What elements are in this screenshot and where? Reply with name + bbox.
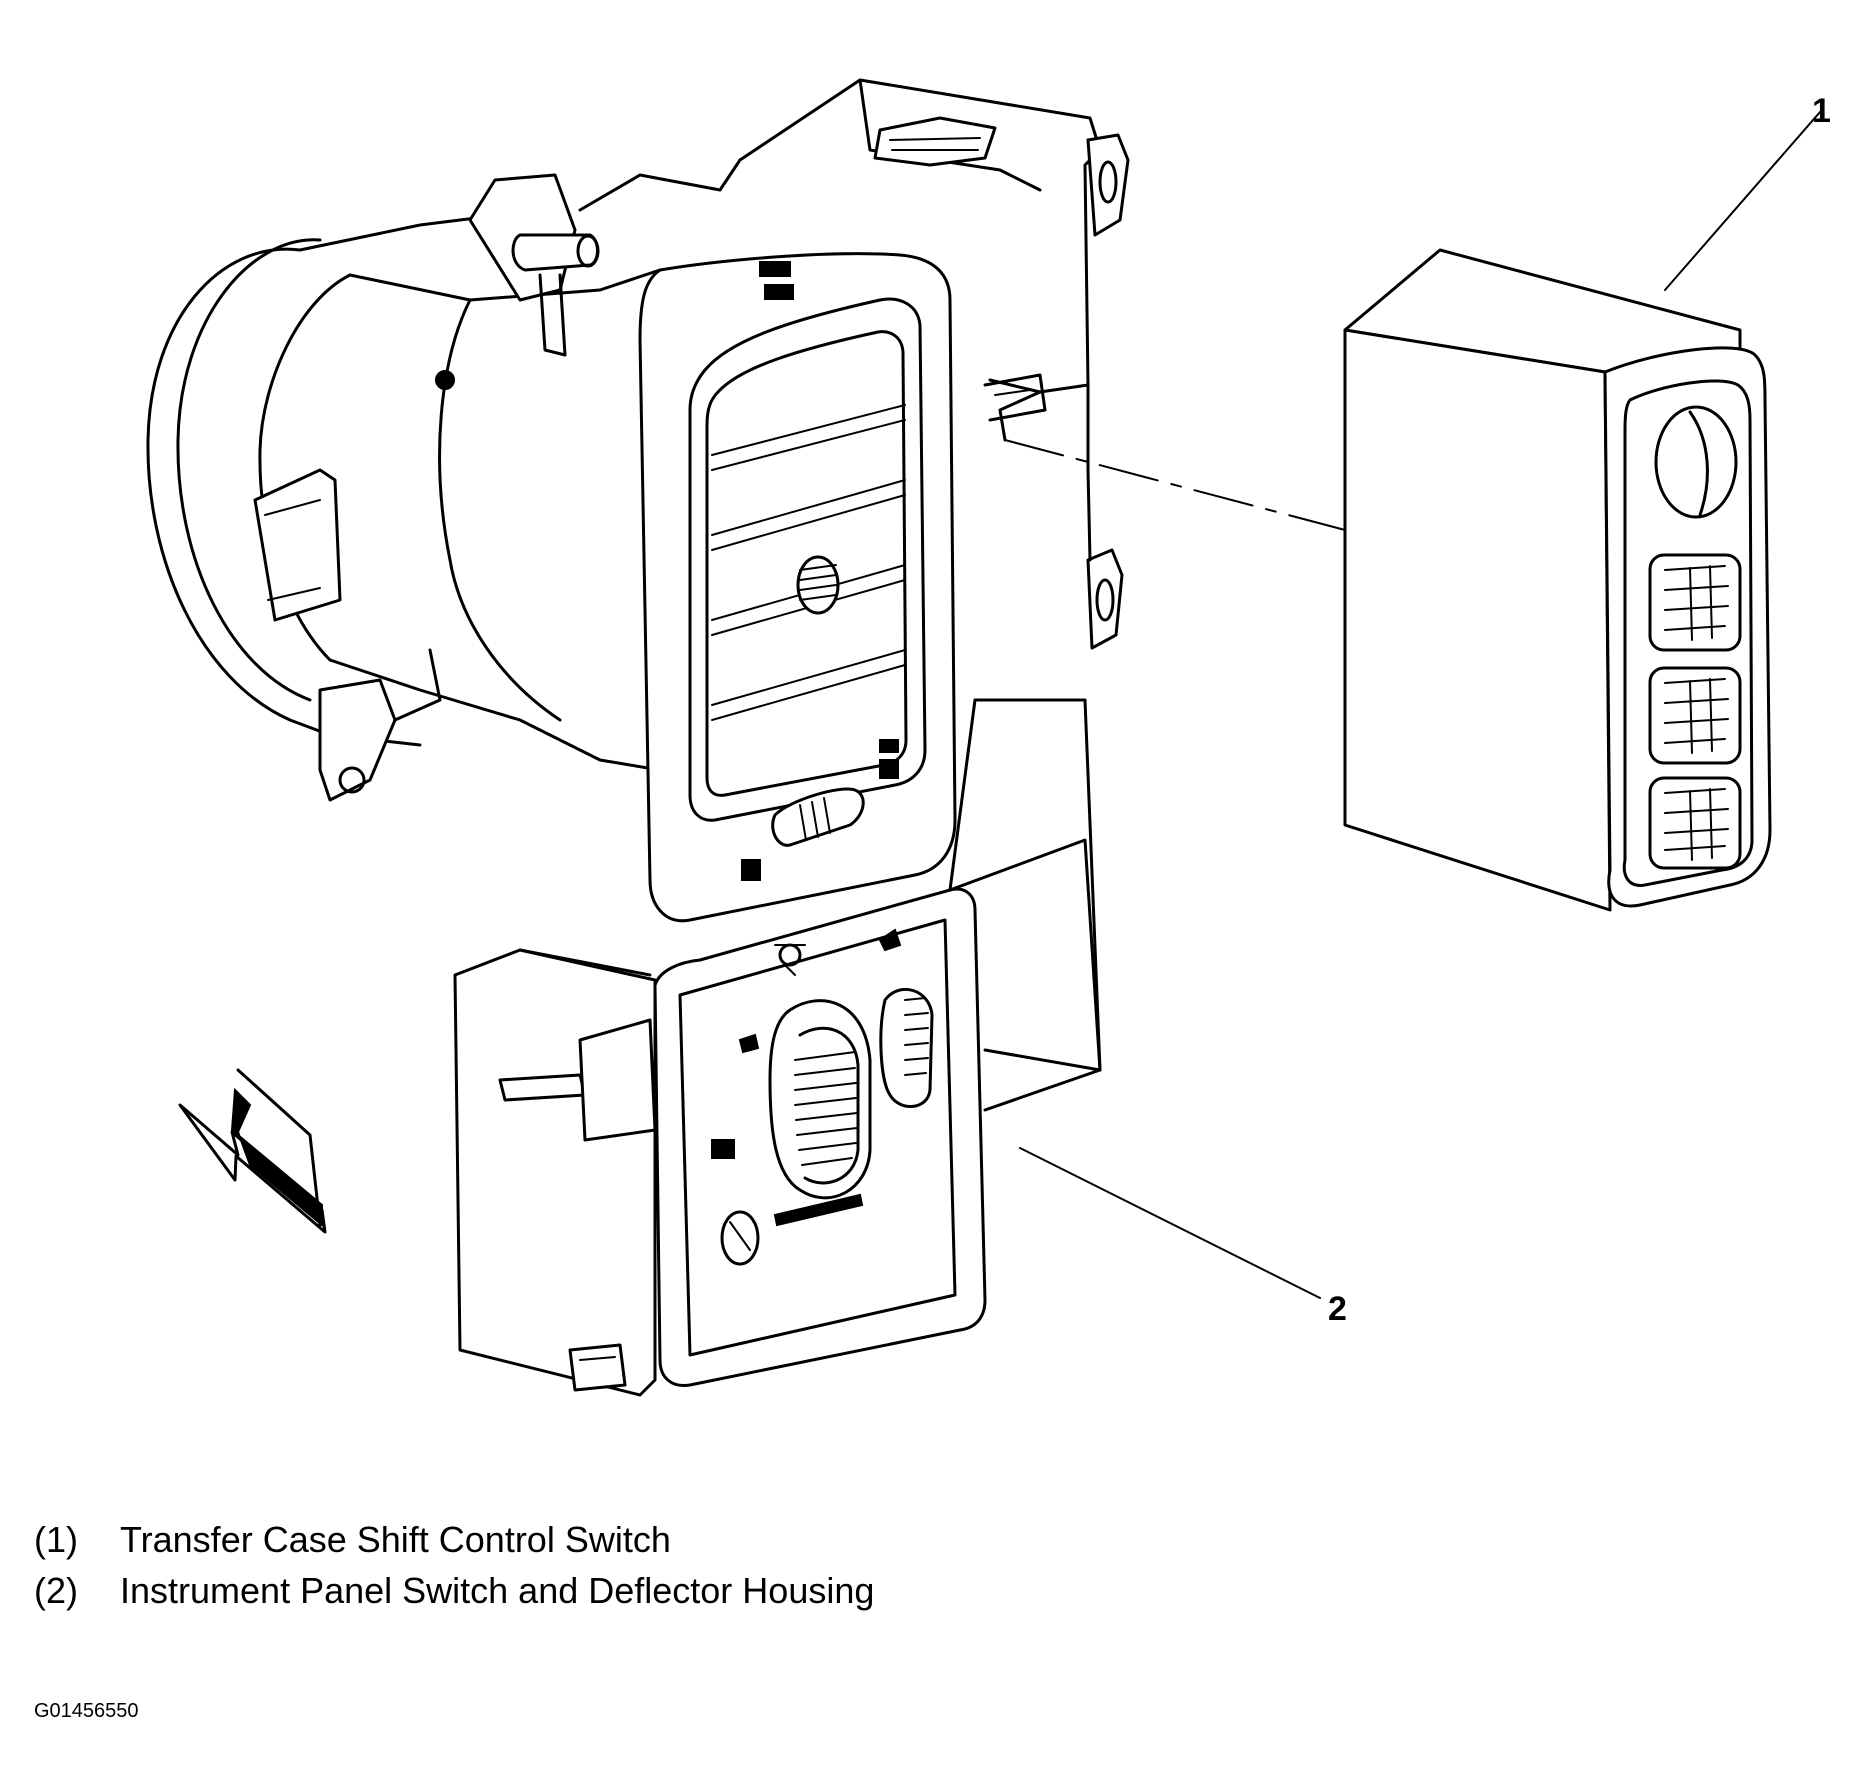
legend-item-text: Instrument Panel Switch and Deflector Ho…: [120, 1570, 875, 1611]
legend-item-number: (1): [34, 1519, 78, 1560]
legend-item: (1) Transfer Case Shift Control Switch: [34, 1518, 934, 1561]
assembly-centerline: [1004, 439, 1346, 531]
callout-1: 1: [1812, 92, 1831, 130]
legend-item: (2) Instrument Panel Switch and Deflecto…: [34, 1569, 934, 1612]
leader-line-1: [1664, 111, 1821, 291]
exploded-view-illustration: [146, 78, 1821, 1397]
callout-2: 2: [1328, 1290, 1347, 1328]
legend-item-number: (2): [34, 1570, 78, 1611]
legend-item-text: Transfer Case Shift Control Switch: [120, 1519, 671, 1560]
deflector-housing: [146, 78, 1130, 1397]
figure-id: G01456550: [34, 1700, 139, 1722]
direction-arrow-icon: [178, 1068, 327, 1234]
transfer-case-switch: [1343, 248, 1772, 912]
legend: (1) Transfer Case Shift Control Switch (…: [34, 1518, 934, 1620]
leader-line-2: [1019, 1147, 1321, 1299]
